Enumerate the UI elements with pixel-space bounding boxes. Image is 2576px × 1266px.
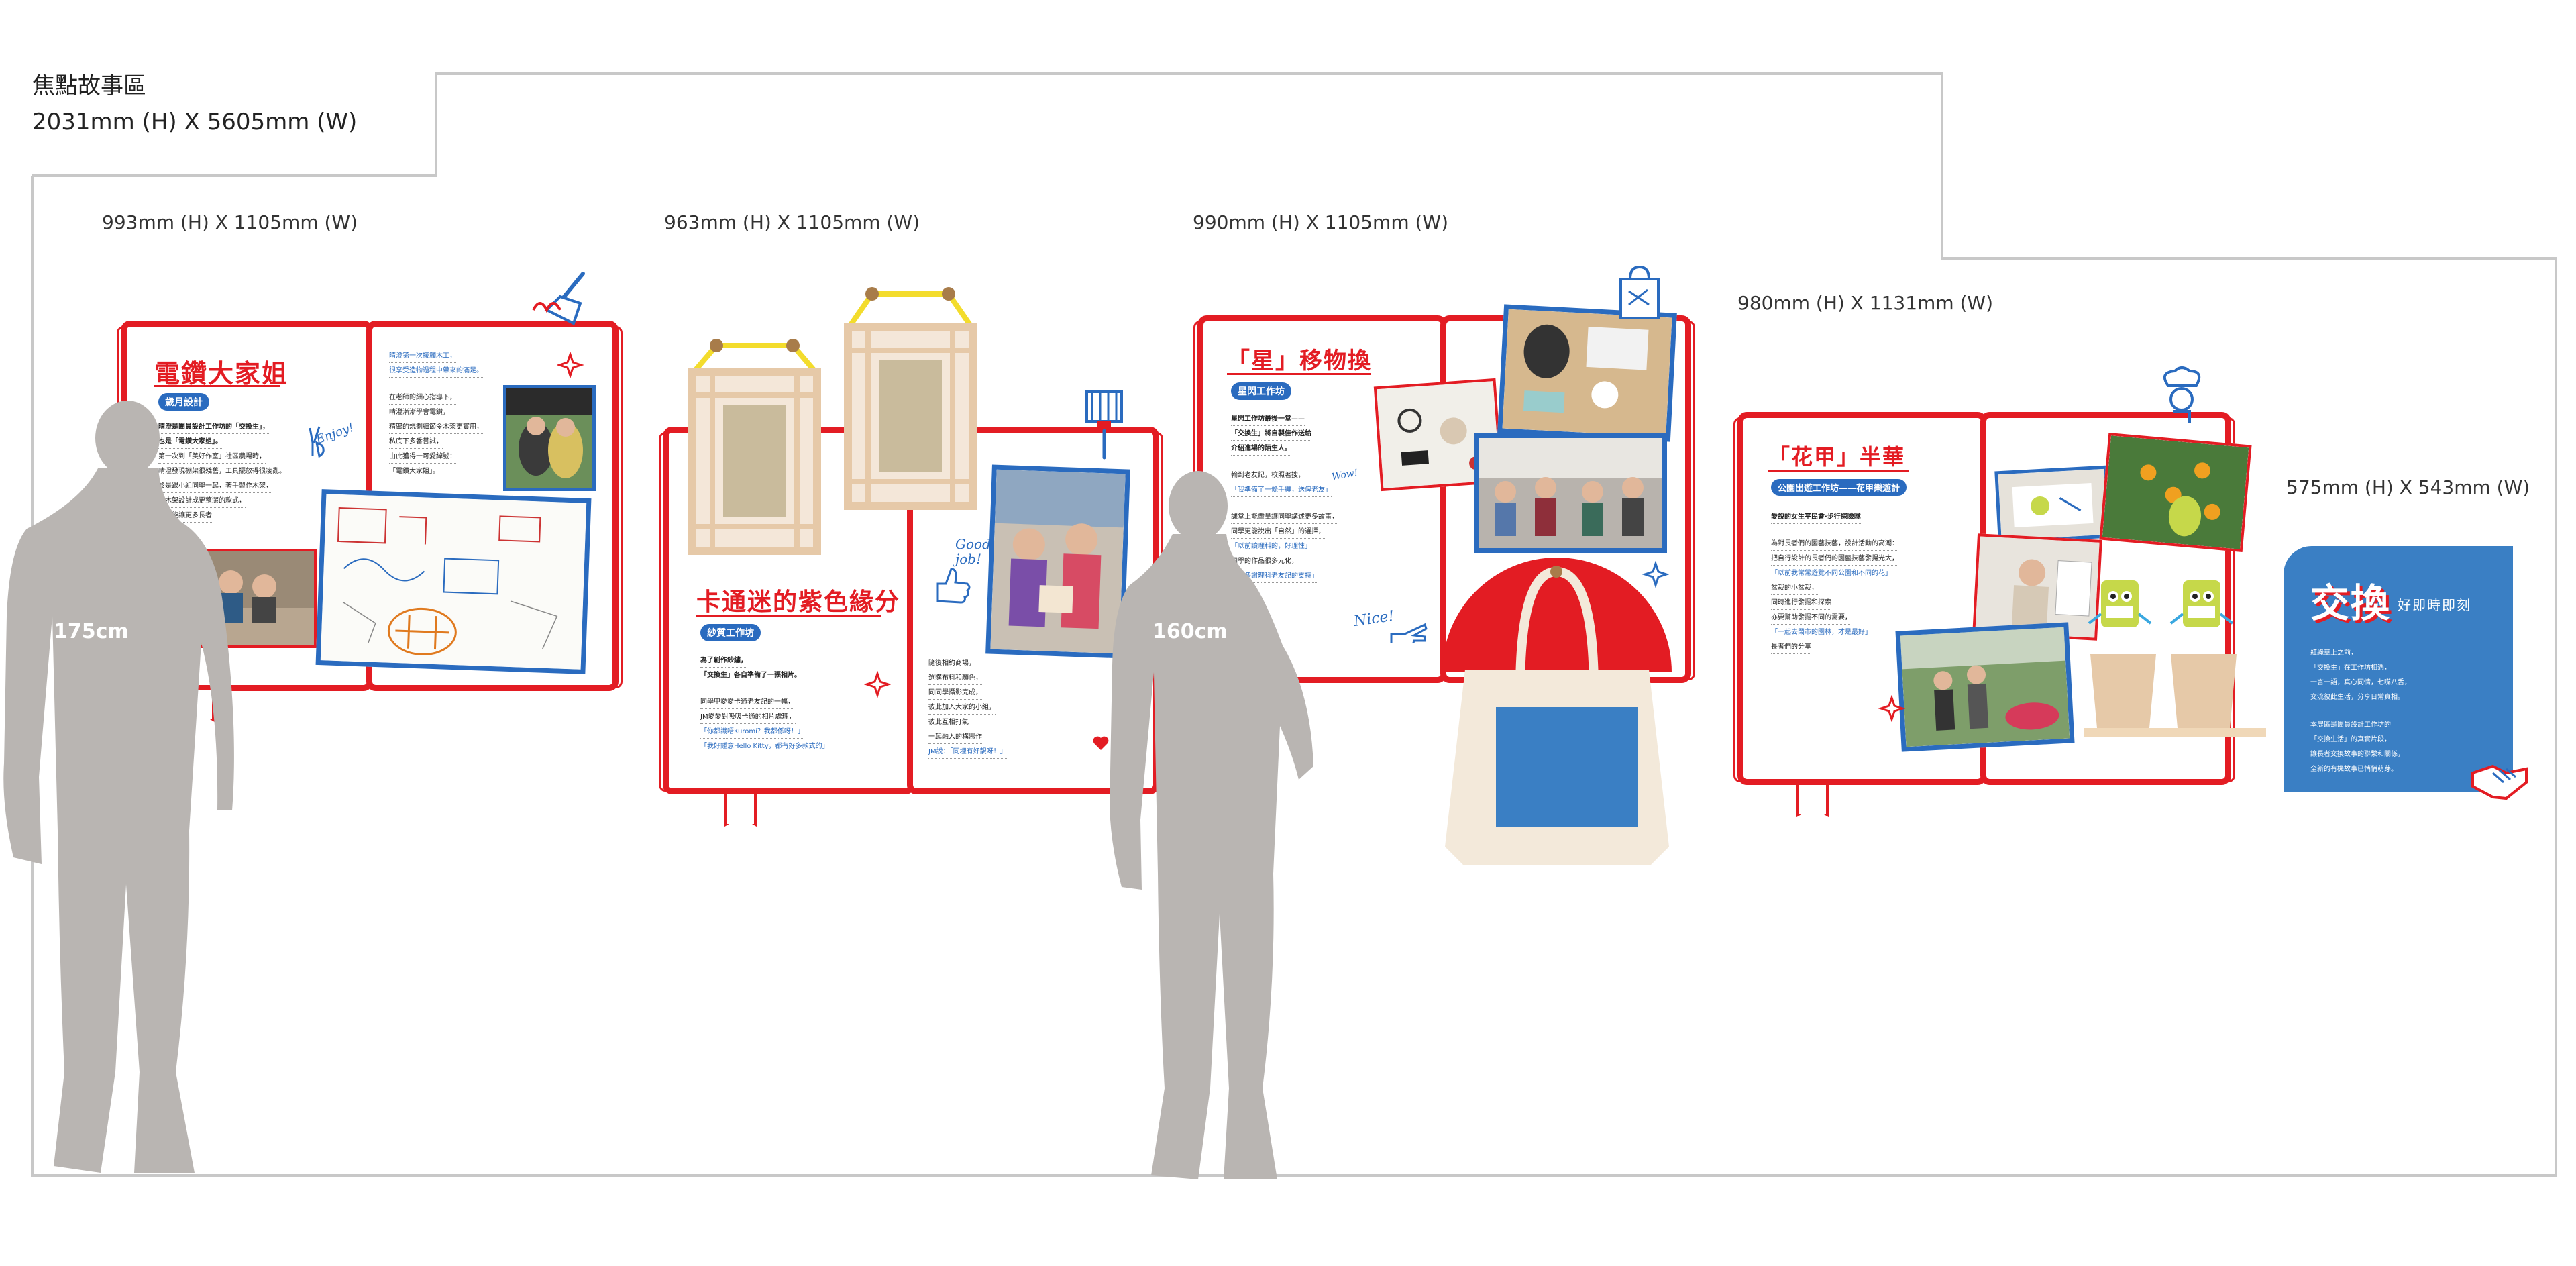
section-size: 2031mm (H) X 5605mm (W) xyxy=(32,109,358,136)
panel3-size: 990mm (H) X 1105mm (W) xyxy=(1193,211,1449,233)
watering-can-icon xyxy=(532,272,585,325)
pointing-hand-icon xyxy=(1390,623,1428,643)
panel5-title: 交換 xyxy=(2310,580,2392,626)
good-job-doodle: Good job! xyxy=(955,536,991,567)
sparkle-icon xyxy=(1642,561,1669,588)
panel1-right-text: 晴澄第一次接觸木工， 很享受造物過程中帶來的滿足。 在老師的細心指導下， 晴澄漸… xyxy=(389,350,483,480)
panel4-text: 愛說的女生平民會·步行探險隊 為對長者們的園藝技藝，設計活動的高潮： 把自行設計… xyxy=(1771,511,1898,656)
heart-icon xyxy=(1093,736,1109,750)
human-figure-175 xyxy=(3,401,234,1173)
panel1-photo-pair xyxy=(503,385,596,491)
figure-height-160: 160cm xyxy=(1152,620,1228,643)
panel2-tag: 紗質工作坊 xyxy=(700,624,761,641)
tote-bag xyxy=(1442,558,1672,865)
panel3-text: 星閃工作坊最後一堂—— 「交換生」將自製佳作送給 介紹進場的陌生人。 輪到老友記… xyxy=(1231,413,1338,585)
sparkle-icon xyxy=(557,352,584,378)
panel4-title: 「花甲」半華 xyxy=(1768,444,1906,470)
panel2-title: 卡通迷的紫色緣分 xyxy=(696,588,901,616)
panel4-photo-woman xyxy=(1972,533,2102,641)
chef-icon xyxy=(2163,366,2201,423)
panel3-title: 「星」移物換 xyxy=(1227,348,1372,374)
panel1-photo-sketches xyxy=(315,489,592,674)
panel2-photo-children xyxy=(985,464,1130,659)
panel1-size: 993mm (H) X 1105mm (W) xyxy=(102,211,358,233)
panel3-tag: 星閃工作坊 xyxy=(1231,382,1291,400)
paintbrush-icon xyxy=(1085,390,1123,460)
panel1-tag: 歲月設計 xyxy=(158,393,209,411)
human-figure-160 xyxy=(1110,471,1313,1179)
panel4-size: 980mm (H) X 1131mm (W) xyxy=(1737,292,1994,314)
figure-height-175: 175cm xyxy=(54,620,129,643)
panel2-size: 963mm (H) X 1105mm (W) xyxy=(664,211,920,233)
panel2-left-text: 為了創作紗繡， 「交換生」各自準備了一張相片。 同學甲愛愛卡通老友記的一幅， J… xyxy=(700,655,829,755)
panel5-size: 575mm (H) X 543mm (W) xyxy=(2286,476,2530,498)
sparkle-icon xyxy=(864,671,891,698)
panel1-title: 電鑽大家姐 xyxy=(154,358,289,388)
panel4-photo-park xyxy=(1895,622,2075,752)
planters-shelf xyxy=(2084,580,2266,737)
panel3-photo-class xyxy=(1474,433,1667,553)
handshake-icon xyxy=(2471,764,2528,800)
peace-hand-icon xyxy=(309,426,325,458)
frame-right xyxy=(844,287,977,510)
bag-icon xyxy=(1619,265,1660,319)
panel5-card: 交換 好即時即刻 紅綠章上之前， 「交換生」在工作坊相遇， 一言一語，真心同情，… xyxy=(2284,546,2513,792)
panel3-photo-table xyxy=(1497,304,1677,442)
panel3-photo-items xyxy=(1373,378,1503,492)
panel1-left-text: 晴澄是團員設計工作坊的「交換生」， 也是「電鑽大家姐」。 第一次到「美好作室」社… xyxy=(158,421,286,525)
panel4-photo-plant xyxy=(2099,432,2252,553)
panel5-subtitle: 好即時即刻 xyxy=(2398,597,2471,613)
sparkle-icon xyxy=(1878,695,1905,722)
panel4-photo-drawing xyxy=(1994,465,2111,544)
panel5-text: 紅綠章上之前， 「交換生」在工作坊相遇， 一言一語，真心同情，七嘴八舌， 交流彼… xyxy=(2310,649,2411,773)
section-title: 焦點故事區 xyxy=(32,72,146,99)
frame-left xyxy=(688,339,821,555)
panel4-tag: 公園出遊工作坊——花甲樂遊計 xyxy=(1771,479,1907,496)
panel2-right-text: 隨後相約商場， 選購布料和顏色， 同同學攝影完成， 彼此加入大家的小組， 彼此互… xyxy=(928,657,1007,761)
thumbs-up-icon xyxy=(936,568,971,604)
